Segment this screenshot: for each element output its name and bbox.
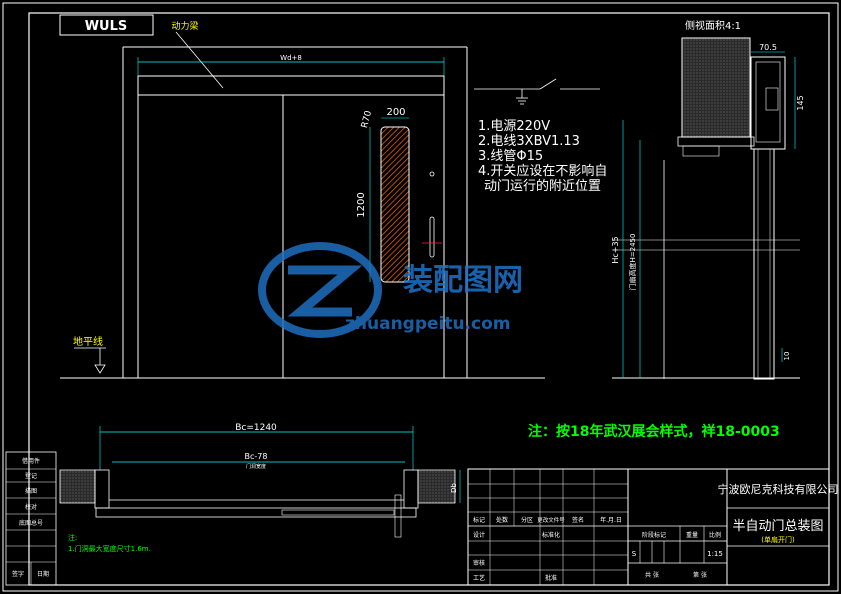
plan-notes-title: 注:	[68, 533, 77, 542]
tb-approve: 批准	[545, 574, 557, 582]
ground-label: 地平线	[73, 335, 103, 348]
plan-side-dim: Db	[450, 483, 458, 493]
strip-item-7: 日期	[37, 570, 49, 578]
wiring-notes: 1.电源220V 2.电线3XBV1.13 3.线管Φ15 4.开关应设在不影响…	[478, 119, 607, 194]
tb-standard: 标准化	[542, 531, 560, 539]
glass-panel	[380, 126, 410, 283]
tb-header-5: 签名	[572, 516, 584, 524]
tb-header-1: 标记	[473, 516, 485, 524]
strip-item-2: 登记	[25, 472, 37, 480]
tb-weight-label: 重量	[686, 531, 698, 539]
glass-width-dim: 200	[386, 107, 405, 118]
tb-scale-value: 1:15	[707, 550, 723, 558]
glass-radius-dim: R70	[360, 109, 374, 129]
tb-header-4: 更改文件号	[537, 516, 565, 524]
strip-item-4: 校对	[25, 503, 37, 511]
tb-company: 宁波欧尼克科技有限公司	[718, 482, 839, 496]
tb-process: 工艺	[473, 574, 485, 582]
tb-sheet-no: 第 张	[693, 571, 707, 579]
section-title: 侧视面积4:1	[685, 19, 741, 32]
strip-item-5: 底图总号	[19, 519, 43, 527]
section-bottom-dim: 10	[783, 352, 791, 361]
tb-drawing-sub: (单扇开门)	[761, 535, 795, 544]
strip-item-6: 签字	[12, 570, 24, 578]
brand-label: WULS	[85, 19, 128, 34]
tb-drawing-name: 半自动门总装图	[732, 519, 823, 534]
tb-scale-label: 比例	[709, 531, 721, 539]
tb-header-6: 年.月.日	[600, 516, 622, 524]
section-total-height: Hc+35	[611, 236, 620, 263]
section-door-height: 门扇高度H=2450	[628, 234, 637, 291]
tb-designer: 设计	[473, 531, 485, 539]
plan-total-width: Bc=1240	[235, 423, 277, 433]
watermark-url: zhuangpeitu.com	[345, 314, 511, 334]
front-elevation: WULS 动力梁 Wd+8 200 1200 R70 地平线	[59, 14, 545, 379]
tb-header-2: 处数	[496, 516, 508, 524]
tb-stage-value: S	[632, 550, 637, 558]
wiring-note-1: 1.电源220V	[478, 119, 550, 134]
banner-note: 注：按18年武汉展会样式，祥18-0003	[528, 423, 780, 440]
section-side-dim: 145	[796, 95, 805, 110]
glass-height-dim: 1200	[356, 192, 367, 217]
wiring-note-3: 3.线管Φ15	[478, 149, 543, 164]
tb-header-3: 分区	[521, 516, 533, 524]
wall-block	[681, 37, 751, 138]
strip-item-1: 借用件	[22, 457, 40, 465]
strip-item-3: 描图	[25, 487, 37, 495]
wiring-diagram	[474, 78, 600, 105]
plan-notes-line1: 1.门洞最大宽度尺寸1.6m.	[68, 544, 151, 553]
track-label: 动力梁	[171, 20, 198, 32]
watermark: 装配图网 zhuangpeitu.com	[258, 242, 523, 338]
plan-inner-width: Bc-78	[245, 452, 268, 461]
title-block: 标记 处数 分区 更改文件号 签名 年.月.日 设计 标准化 审核 工艺 批准 …	[467, 468, 839, 586]
plan-view: Bc=1240 Bc-78 门洞宽度 Db	[59, 423, 461, 538]
tb-review: 审核	[473, 559, 485, 567]
tb-stage-label: 阶段标记	[642, 531, 666, 539]
left-strip: 借用件 登记 描图 校对 底图总号 签字 日期	[5, 451, 57, 586]
section-top-dim: 70.5	[759, 43, 777, 52]
track-width-dim: Wd+8	[280, 54, 302, 62]
watermark-name: 装配图网	[403, 263, 523, 298]
wiring-note-5: 动门运行的附近位置	[484, 178, 601, 194]
watermark-logo-icon	[258, 242, 382, 338]
wiring-note-2: 2.电线3XBV1.13	[478, 134, 580, 149]
wiring-note-4: 4.开关应设在不影响自	[478, 163, 607, 179]
tb-sheet-total: 共 张	[645, 571, 659, 579]
side-section: 侧视面积4:1 70.5 145 Hc+35 门扇高度H=2450 10	[611, 19, 805, 380]
door-handle	[429, 216, 435, 258]
plan-notes: 注: 1.门洞最大宽度尺寸1.6m.	[68, 533, 151, 553]
plan-inner-sub: 门洞宽度	[246, 463, 266, 470]
